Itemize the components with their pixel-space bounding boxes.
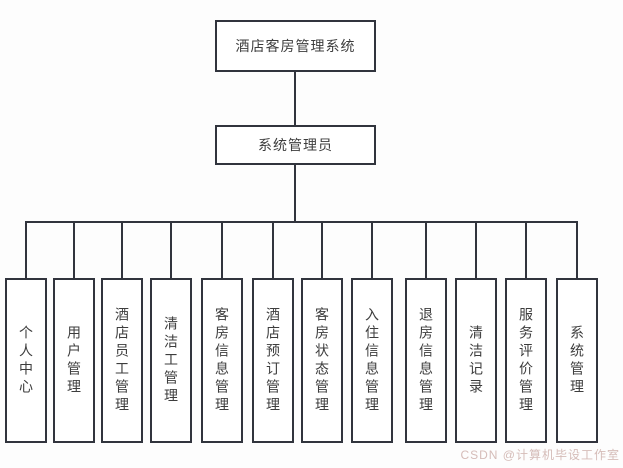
csdn-watermark: CSDN @计算机毕设工作室: [460, 448, 620, 462]
leaf-node-label: 服务评价管理: [518, 306, 534, 415]
root-node: 酒店客房管理系统: [215, 20, 376, 72]
leaf-node-label: 客房信息管理: [214, 306, 230, 415]
leaf-node-label: 入住信息管理: [364, 306, 380, 415]
connector-stub: [73, 221, 75, 278]
connector-stub: [121, 221, 123, 278]
connector-stub: [221, 221, 223, 278]
leaf-node-room-info-mgmt: 客房信息管理: [201, 278, 243, 443]
connector-stub: [475, 221, 477, 278]
connector-root-admin: [294, 72, 296, 125]
leaf-node-hotel-booking-mgmt: 酒店预订管理: [252, 278, 294, 443]
root-node-label: 酒店客房管理系统: [235, 38, 356, 54]
leaf-node-cleaner-mgmt: 清洁工管理: [150, 278, 192, 443]
connector-stub: [321, 221, 323, 278]
admin-node-label: 系统管理员: [258, 137, 333, 153]
leaf-node-service-review-mgmt: 服务评价管理: [505, 278, 547, 443]
leaf-node-label: 用户管理: [66, 324, 82, 397]
leaf-node-label: 酒店预订管理: [265, 306, 281, 415]
leaf-node-system-mgmt: 系统管理: [556, 278, 598, 443]
leaf-node-label: 个人中心: [18, 324, 34, 397]
leaf-node-checkout-info-mgmt: 退房信息管理: [405, 278, 447, 443]
leaf-node-user-mgmt: 用户管理: [53, 278, 95, 443]
connector-admin-trunk: [294, 165, 296, 223]
connector-stub: [25, 221, 27, 278]
leaf-node-label: 酒店员工管理: [114, 306, 130, 415]
connector-stub: [425, 221, 427, 278]
connector-horizontal: [25, 221, 578, 223]
connector-stub: [525, 221, 527, 278]
leaf-node-label: 清洁记录: [468, 324, 484, 397]
leaf-node-room-status-mgmt: 客房状态管理: [301, 278, 343, 443]
connector-stub: [576, 221, 578, 278]
connector-stub: [371, 221, 373, 278]
leaf-node-label: 退房信息管理: [418, 306, 434, 415]
leaf-node-label: 客房状态管理: [314, 306, 330, 415]
admin-node: 系统管理员: [215, 125, 376, 165]
leaf-node-cleaning-record: 清洁记录: [455, 278, 497, 443]
leaf-node-checkin-info-mgmt: 入住信息管理: [351, 278, 393, 443]
leaf-node-personal-center: 个人中心: [5, 278, 47, 443]
connector-stub: [170, 221, 172, 278]
leaf-node-label: 系统管理: [569, 324, 585, 397]
leaf-node-label: 清洁工管理: [163, 315, 179, 406]
leaf-node-hotel-staff-mgmt: 酒店员工管理: [101, 278, 143, 443]
connector-stub: [272, 221, 274, 278]
